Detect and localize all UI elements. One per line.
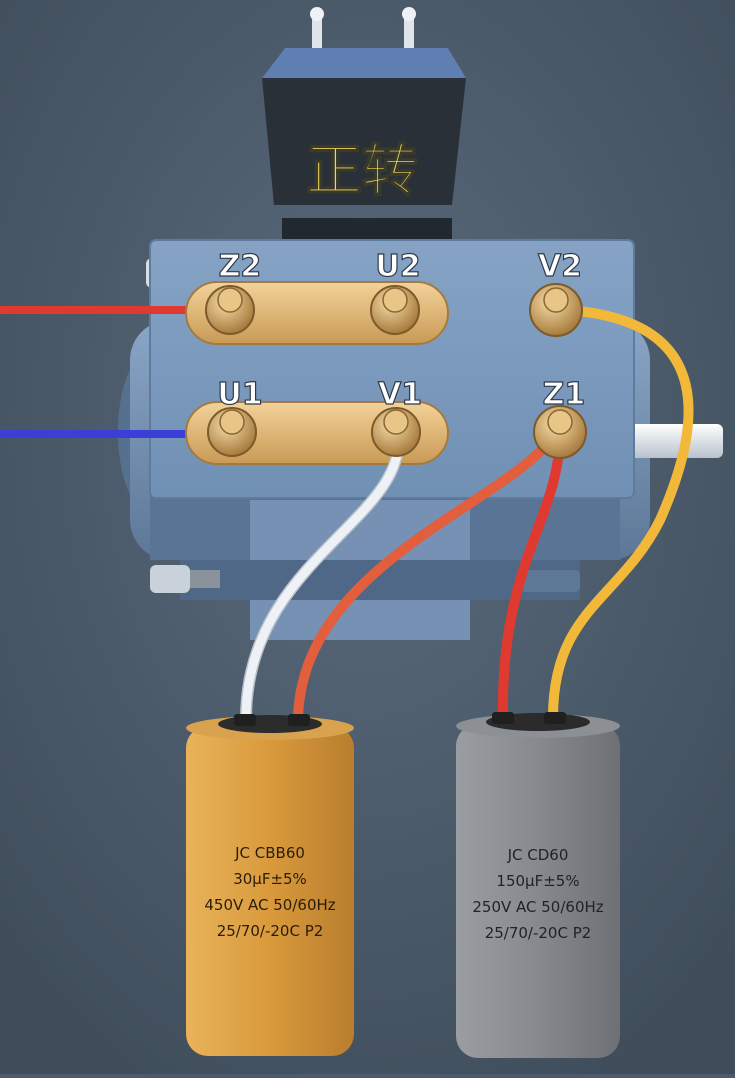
cap-start-model: JC CD60 (507, 846, 569, 864)
wire-yellow-v2 (547, 305, 694, 725)
cap-run-model: JC CBB60 (234, 844, 305, 862)
label-z1: Z1 (543, 377, 586, 412)
terminal-u2 (370, 285, 420, 335)
cap-run-voltage: 450V AC 50/60Hz (204, 896, 335, 914)
label-u2: U2 (375, 249, 420, 284)
terminal-z1 (533, 405, 587, 459)
cap-start-rating: 25/70/-20C P2 (485, 924, 592, 942)
capacitor-start (456, 712, 620, 1058)
wire-white-v1 (241, 427, 404, 725)
switch-plug (262, 7, 466, 240)
cap-start-capacitance: 150μF±5% (496, 872, 579, 890)
terminal-v2 (529, 283, 583, 337)
cap-start-voltage: 250V AC 50/60Hz (472, 898, 603, 916)
direction-title: 正转 (306, 139, 418, 204)
motor-shaft (625, 424, 723, 458)
wire-red-z1 (497, 427, 565, 725)
capacitor-run (186, 714, 354, 1056)
terminal-u1 (207, 407, 257, 457)
label-z2: Z2 (219, 249, 262, 284)
label-u1: U1 (217, 377, 262, 412)
terminal-v1 (371, 407, 421, 457)
label-v2: V2 (538, 249, 582, 284)
cap-run-rating: 25/70/-20C P2 (217, 922, 324, 940)
cap-run-capacitance: 30μF±5% (233, 870, 307, 888)
terminal-z2 (205, 285, 255, 335)
label-v1: V1 (378, 377, 422, 412)
wire-orange-z1 (293, 425, 562, 725)
